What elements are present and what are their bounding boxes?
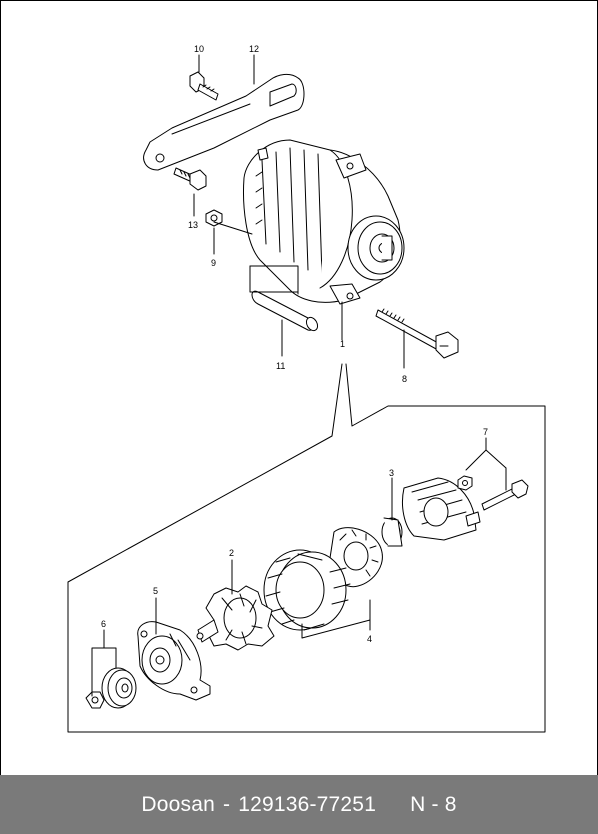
callout-label-10: 10 xyxy=(194,44,204,54)
callout-label-13: 13 xyxy=(188,220,198,230)
pulley-nut-part-6 xyxy=(85,691,105,709)
through-bolt-part-7 xyxy=(481,479,529,511)
spacer-sleeve-part-11 xyxy=(251,290,319,332)
page-reference: N - 8 xyxy=(410,792,457,816)
callout-label-7: 7 xyxy=(483,427,488,437)
footer-dash: - xyxy=(223,792,231,816)
callout-label-3: 3 xyxy=(389,468,394,478)
rotor-part-2 xyxy=(196,585,275,651)
pulley-part-6 xyxy=(101,667,137,709)
callout-label-1: 1 xyxy=(340,339,345,349)
bolt-part-13 xyxy=(173,167,207,191)
upper-leader-lines xyxy=(193,54,405,369)
front-housing-part-5 xyxy=(137,621,211,701)
exploded-leader-lines xyxy=(91,437,507,697)
alternator-assembly-part-1 xyxy=(243,139,405,305)
nut-part-7 xyxy=(457,475,473,491)
exploded-view-pointer xyxy=(67,363,546,733)
brand-name: Doosan xyxy=(141,792,215,816)
callout-label-9: 9 xyxy=(211,258,216,268)
stator-part-4 xyxy=(263,549,351,631)
part-number: 129136-77251 xyxy=(238,792,377,816)
rear-housing-part-7 xyxy=(401,477,481,541)
nut-part-9 xyxy=(205,209,223,227)
callout-label-2: 2 xyxy=(229,548,234,558)
part-info-footer: Doosan - 129136-77251 N - 8 xyxy=(0,775,598,834)
exploded-parts-diagram: 10 12 13 9 11 1 8 7 3 2 5 6 4 xyxy=(67,44,546,733)
long-bolt-part-8 xyxy=(375,308,459,359)
callout-label-4: 4 xyxy=(367,634,372,644)
callout-label-8: 8 xyxy=(402,374,407,384)
callout-label-6: 6 xyxy=(101,619,106,629)
bearing-part-3 xyxy=(381,517,403,547)
bolt-part-10 xyxy=(189,71,219,101)
callout-label-12: 12 xyxy=(249,44,259,54)
callout-label-11: 11 xyxy=(276,361,285,371)
callout-label-5: 5 xyxy=(153,586,158,596)
mounting-bracket-part-12 xyxy=(143,73,305,171)
